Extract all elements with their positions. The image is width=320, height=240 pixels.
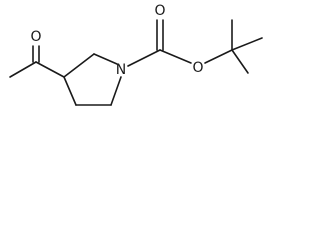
ester-oxygen-label: O xyxy=(192,60,203,76)
tbutyl-methyl-right-bond xyxy=(231,37,263,51)
carbonyl-to-ester-oxygen-bond xyxy=(159,49,192,64)
acetyl-methyl-bond xyxy=(9,61,37,78)
ring-bond-n-c5 xyxy=(110,76,122,106)
acetyl-to-ring-bond xyxy=(35,61,65,78)
ring-bond-c3-c2 xyxy=(63,53,95,78)
ring-bond-c4-c3 xyxy=(63,76,77,106)
carbonyl-oxygen-label: O xyxy=(154,3,165,19)
n-to-carbonyl-bond xyxy=(127,49,161,67)
structure-diagram: O N O O xyxy=(0,0,272,122)
ring-bond-c2-n xyxy=(93,53,118,65)
molecule-drawing: O N O O xyxy=(9,3,263,106)
tbutyl-methyl-lower-bond xyxy=(231,49,249,74)
ring-nitrogen-label: N xyxy=(116,62,126,78)
ketone-oxygen-label: O xyxy=(30,29,41,45)
ester-oxygen-to-tbutyl-bond xyxy=(204,49,233,64)
